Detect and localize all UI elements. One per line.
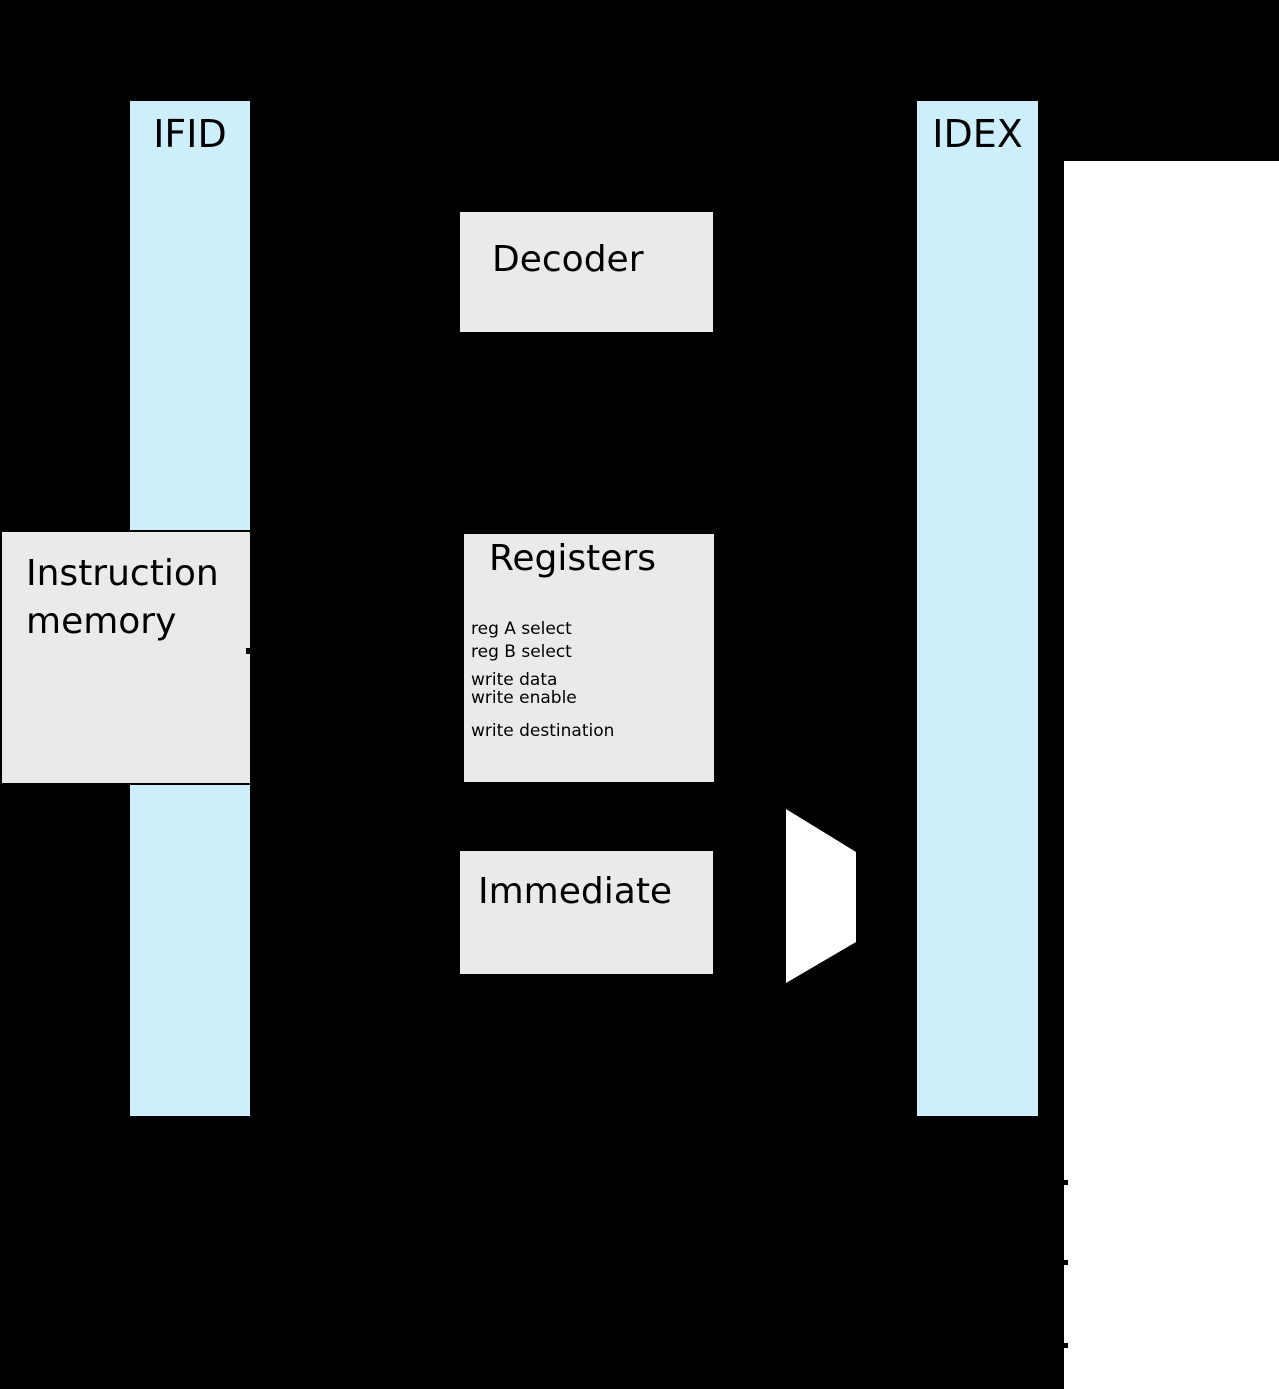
decoder-label: Decoder bbox=[492, 236, 644, 284]
port-label-write-data: write data bbox=[471, 670, 557, 690]
block-registers: Registers reg A select reg B select writ… bbox=[462, 532, 716, 784]
instruction-memory-label: Instruction memory bbox=[26, 550, 232, 646]
block-instruction-memory: Instruction memory bbox=[0, 530, 252, 785]
port-label-reg-b-select: reg B select bbox=[471, 642, 572, 662]
immediate-label: Immediate bbox=[478, 868, 672, 916]
pipeline-register-idex: IDEX bbox=[915, 99, 1040, 1118]
idex-label: IDEX bbox=[932, 113, 1023, 155]
registers-label: Registers bbox=[489, 535, 656, 583]
wire-stub bbox=[246, 648, 254, 654]
port-label-write-destination: write destination bbox=[471, 721, 614, 741]
block-immediate: Immediate bbox=[458, 849, 715, 976]
wire-stub bbox=[250, 116, 256, 122]
wire-stub bbox=[1063, 1260, 1068, 1265]
wire-stub bbox=[1063, 1343, 1068, 1348]
right-white-panel bbox=[1064, 161, 1279, 1389]
port-label-reg-a-select: reg A select bbox=[471, 619, 572, 639]
mux-icon bbox=[786, 809, 856, 983]
block-decoder: Decoder bbox=[458, 210, 715, 334]
wire-stub bbox=[1063, 1180, 1068, 1185]
ifid-label: IFID bbox=[153, 113, 227, 155]
port-label-write-enable: write enable bbox=[471, 688, 577, 708]
